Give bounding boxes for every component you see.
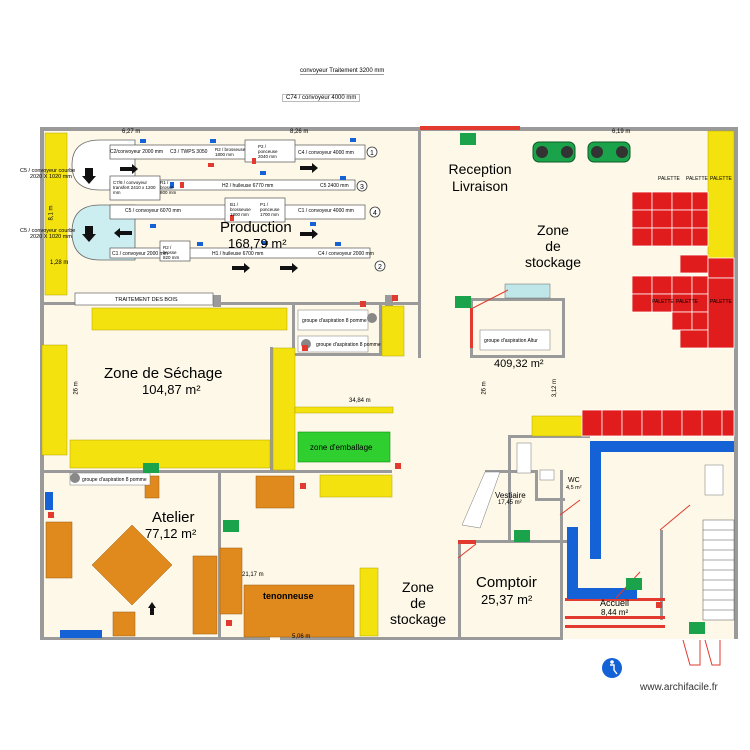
- svg-text:PALETTE: PALETTE: [676, 299, 699, 305]
- station-number-3: 3: [360, 184, 364, 191]
- fire-extinguisher-icon: [48, 295, 662, 626]
- forklift-icon: [532, 141, 631, 163]
- arrow-icon: [232, 263, 250, 273]
- red-walls: [420, 126, 665, 628]
- arrow-icon: [300, 229, 318, 239]
- arrow-icon: [300, 163, 318, 173]
- arrow-icon: [82, 226, 96, 242]
- production-lines: [71, 139, 371, 306]
- aspiration-label-1: groupe d'aspiration 8 pomme: [302, 318, 367, 324]
- aspiration-units: [69, 309, 551, 486]
- staircase: [702, 519, 735, 621]
- station-number-1: 1: [370, 150, 374, 157]
- arrow-icon: [148, 602, 156, 615]
- rotated-workbench: [91, 524, 173, 606]
- blue-walls: [45, 441, 734, 638]
- svg-text:PALETTE: PALETTE: [710, 176, 733, 182]
- arrow-icon: [120, 164, 138, 174]
- emballage-zone: [297, 431, 391, 463]
- wc-fixtures: [461, 442, 724, 529]
- accessibility-icon: [602, 658, 622, 678]
- station-number-4: 4: [373, 210, 377, 217]
- station-number-2: 2: [378, 264, 382, 271]
- svg-text:PALETTE: PALETTE: [686, 176, 709, 182]
- emballage-label: zone d'emballage: [310, 443, 373, 452]
- svg-text:PALETTE: PALETTE: [658, 176, 681, 182]
- arrow-icon: [114, 228, 132, 238]
- pallet-rack: [581, 191, 735, 437]
- aspiration-label-2: groupe d'aspiration 8 pomme: [316, 342, 381, 348]
- arrow-icon: [280, 263, 298, 273]
- yellow-storage: [41, 130, 735, 637]
- aspiration-label-4: groupe d'aspiration 8 pomme: [82, 477, 147, 483]
- orange-furniture: [45, 475, 355, 638]
- svg-text:PALETTE: PALETTE: [710, 299, 733, 305]
- station-circles: [356, 146, 386, 272]
- pallet-labels: PALETTE PALETTE PALETTE PALETTE PALETTE …: [652, 176, 733, 305]
- svg-text:PALETTE: PALETTE: [652, 299, 675, 305]
- exit-sign-icon: [143, 133, 705, 634]
- direction-arrows: [82, 163, 318, 615]
- aspiration-label-3: groupe d'aspiration Altur: [484, 338, 538, 344]
- reception-desk: [504, 283, 551, 299]
- arrow-icon: [82, 168, 96, 184]
- production-markers: [140, 138, 356, 246]
